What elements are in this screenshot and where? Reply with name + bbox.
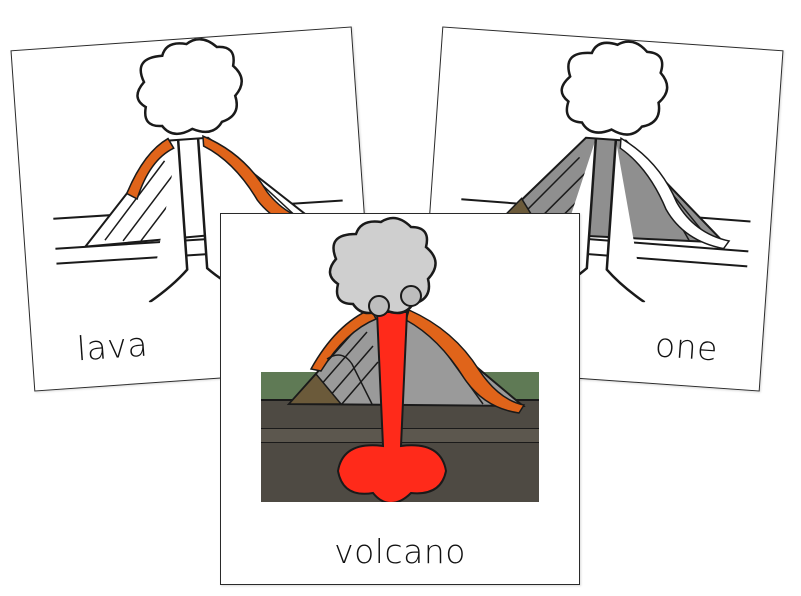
- volcano-illustration-icon: [261, 216, 539, 502]
- card-volcano: volcano: [220, 213, 580, 585]
- card-label: volcano: [334, 532, 466, 571]
